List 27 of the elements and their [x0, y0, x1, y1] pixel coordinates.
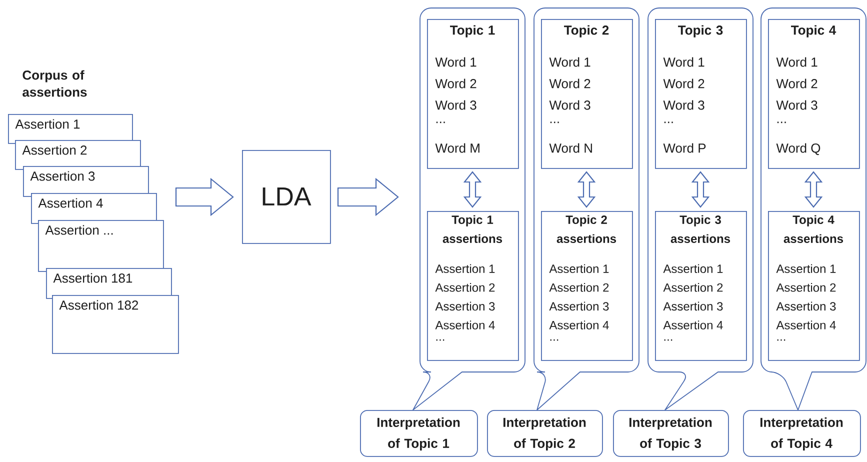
word-list-box: Topic 4 Word 1 Word 2 Word 3 ... Word Q	[768, 19, 860, 169]
block-arrow	[337, 178, 399, 216]
double-arrow	[691, 171, 710, 208]
double-arrow	[577, 171, 596, 208]
interpretation-box: Interpretation of Topic 3	[613, 410, 729, 457]
assertion-card: Assertion 182	[52, 295, 179, 354]
heading: Corpus of assertions	[22, 70, 87, 97]
assertion-card: Assertion 4	[31, 193, 157, 224]
assertion-card: Assertion 181	[46, 268, 172, 299]
interpretation-box: Interpretation of Topic 2	[487, 410, 603, 457]
assertion-card: Assertion 2	[15, 140, 141, 170]
word-list-box: Topic 1 Word 1 Word 2 Word 3 ... Word M	[427, 19, 519, 169]
assertion-card: Assertion ...	[38, 220, 164, 272]
double-arrow	[804, 171, 823, 208]
double-arrow	[463, 171, 482, 208]
interpretation-box: Interpretation of Topic 1	[360, 410, 478, 457]
word-list-box: Topic 3 Word 1 Word 2 Word 3 ... Word P	[655, 19, 747, 169]
process-box: LDA	[242, 150, 331, 244]
assertion-list-box: Topic 2 assertions Assertion 1 Assertion 2 Assertion 3 Assertion 4 ...	[541, 211, 633, 361]
block-arrow	[175, 178, 234, 216]
word-list-box: Topic 2 Word 1 Word 2 Word 3 ... Word N	[541, 19, 633, 169]
assertion-list-box: Topic 1 assertions Assertion 1 Assertion 2 Assertion 3 Assertion 4 ...	[427, 211, 519, 361]
assertion-card: Assertion 1	[8, 114, 133, 144]
assertion-list-box: Topic 3 assertions Assertion 1 Assertion 2 Assertion 3 Assertion 4 ...	[655, 211, 747, 361]
assertion-card: Assertion 3	[23, 166, 149, 197]
assertion-list-box: Topic 4 assertions Assertion 1 Assertion 2 Assertion 3 Assertion 4 ...	[768, 211, 860, 361]
interpretation-box: Interpretation of Topic 4	[743, 410, 861, 457]
